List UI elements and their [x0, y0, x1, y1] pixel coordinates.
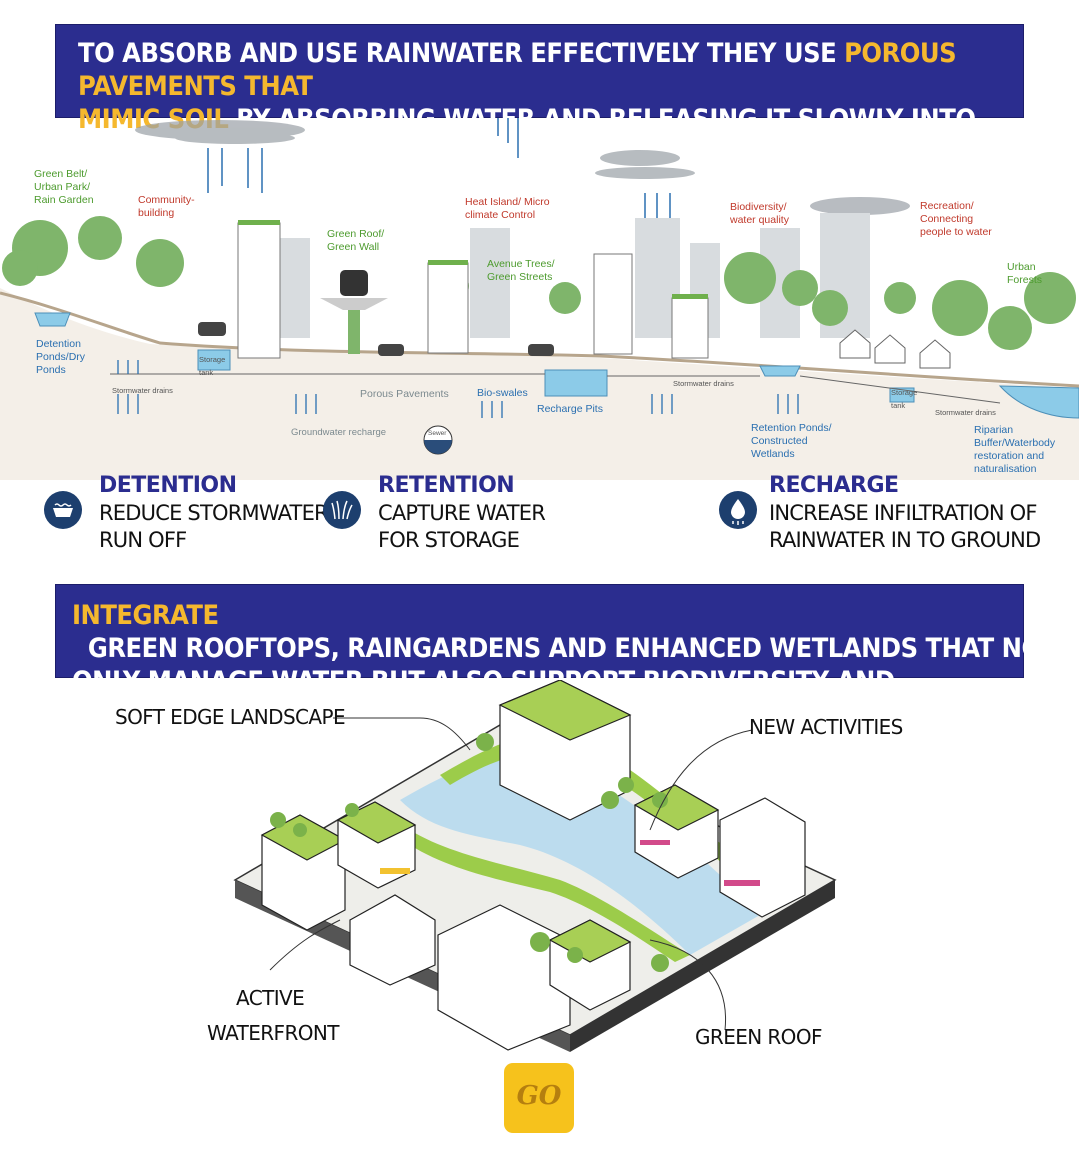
- integrate-banner: INTEGRATE GREEN ROOFTOPS, RAINGARDENS AN…: [55, 584, 1058, 730]
- strategy-recharge-line2: RAINWATER IN TO GROUND: [769, 528, 1041, 552]
- strategy-recharge-title: RECHARGE: [769, 473, 899, 498]
- label-active-waterfront-1: ACTIVE: [236, 986, 305, 1010]
- label-urban-forests: Urban Forests: [1007, 261, 1043, 286]
- label-stormwater-drains-2: Stormwater drains: [673, 379, 734, 388]
- stormwater-section-illustration: [0, 118, 1079, 480]
- strategy-retention-title: RETENTION: [378, 473, 515, 498]
- strategy-detention-line1: REDUCE STORMWATER: [99, 501, 329, 525]
- label-green-roof-axon: GREEN ROOF: [695, 1025, 822, 1049]
- metro-icon: [320, 270, 388, 354]
- banner1-text-1: TO ABSORB AND USE RAINWATER EFFECTIVELY …: [78, 38, 845, 69]
- banner2-text-2: ONLY MANAGE WATER BUT ALSO SUPPORT BIODI…: [72, 666, 895, 730]
- label-green-roof: Green Roof/ Green Wall: [327, 228, 385, 253]
- logo-text: GO: [516, 1081, 562, 1111]
- label-sewer: Sewer: [428, 430, 447, 437]
- basin-icon: [44, 491, 82, 529]
- label-community: Community- building: [138, 194, 195, 219]
- axonometric-illustration: [233, 680, 837, 1052]
- water-drop-icon: [719, 491, 757, 529]
- label-porous-pavements: Porous Pavements: [360, 388, 449, 400]
- label-retention-ponds: Retention Ponds/ Constructed Wetlands: [751, 422, 832, 460]
- label-recreation: Recreation/ Connecting people to water: [920, 200, 992, 238]
- top-banner: TO ABSORB AND USE RAINWATER EFFECTIVELY …: [55, 24, 1024, 168]
- label-riparian: Riparian Buffer/Waterbody restoration an…: [974, 424, 1056, 475]
- strategy-recharge-line1: INCREASE INFILTRATION OF: [769, 501, 1038, 525]
- sewer-icon: [423, 425, 453, 455]
- label-green-belt: Green Belt/ Urban Park/ Rain Garden: [34, 168, 94, 206]
- banner2-text-1: GREEN ROOFTOPS, RAINGARDENS AND ENHANCED…: [72, 633, 1058, 664]
- label-recharge-pits: Recharge Pits: [537, 403, 603, 415]
- banner1-text-2: BY ABSORBING WATER AND RELEASING IT SLOW…: [78, 104, 976, 168]
- label-avenue-trees: Avenue Trees/ Green Streets: [487, 258, 555, 283]
- label-stormwater-drains-1: Stormwater drains: [112, 386, 173, 395]
- strategy-detention-title: DETENTION: [99, 473, 237, 498]
- cloud-icon: [135, 120, 910, 215]
- label-stormwater-drains-3: Stormwater drains: [935, 408, 996, 417]
- grass-icon: [323, 491, 361, 529]
- banner1-highlight-1: POROUS PAVEMENTS THAT: [78, 38, 957, 102]
- label-bio-swales: Bio-swales: [477, 387, 528, 399]
- label-storage-tank-2: Storage tank: [891, 388, 918, 410]
- go-logo: GO: [504, 1063, 574, 1133]
- label-new-activities: NEW ACTIVITIES: [749, 715, 903, 739]
- label-storage-tank-1: Storage tank: [199, 355, 226, 377]
- label-groundwater-recharge: Groundwater recharge: [291, 427, 387, 438]
- strategy-retention-line1: CAPTURE WATER: [378, 501, 546, 525]
- label-heat-island: Heat Island/ Micro climate Control: [465, 196, 550, 221]
- label-biodiversity: Biodiversity/ water quality: [730, 201, 789, 226]
- label-detention-ponds: Detention Ponds/Dry Ponds: [36, 338, 86, 376]
- label-active-waterfront-2: WATERFRONT: [207, 1021, 339, 1045]
- strategy-detention-line2: RUN OFF: [99, 528, 187, 552]
- label-soft-edge-landscape: SOFT EDGE LANDSCAPE: [115, 705, 346, 729]
- strategy-retention-line2: FOR STORAGE: [378, 528, 520, 552]
- banner2-highlight: INTEGRATE: [72, 600, 219, 631]
